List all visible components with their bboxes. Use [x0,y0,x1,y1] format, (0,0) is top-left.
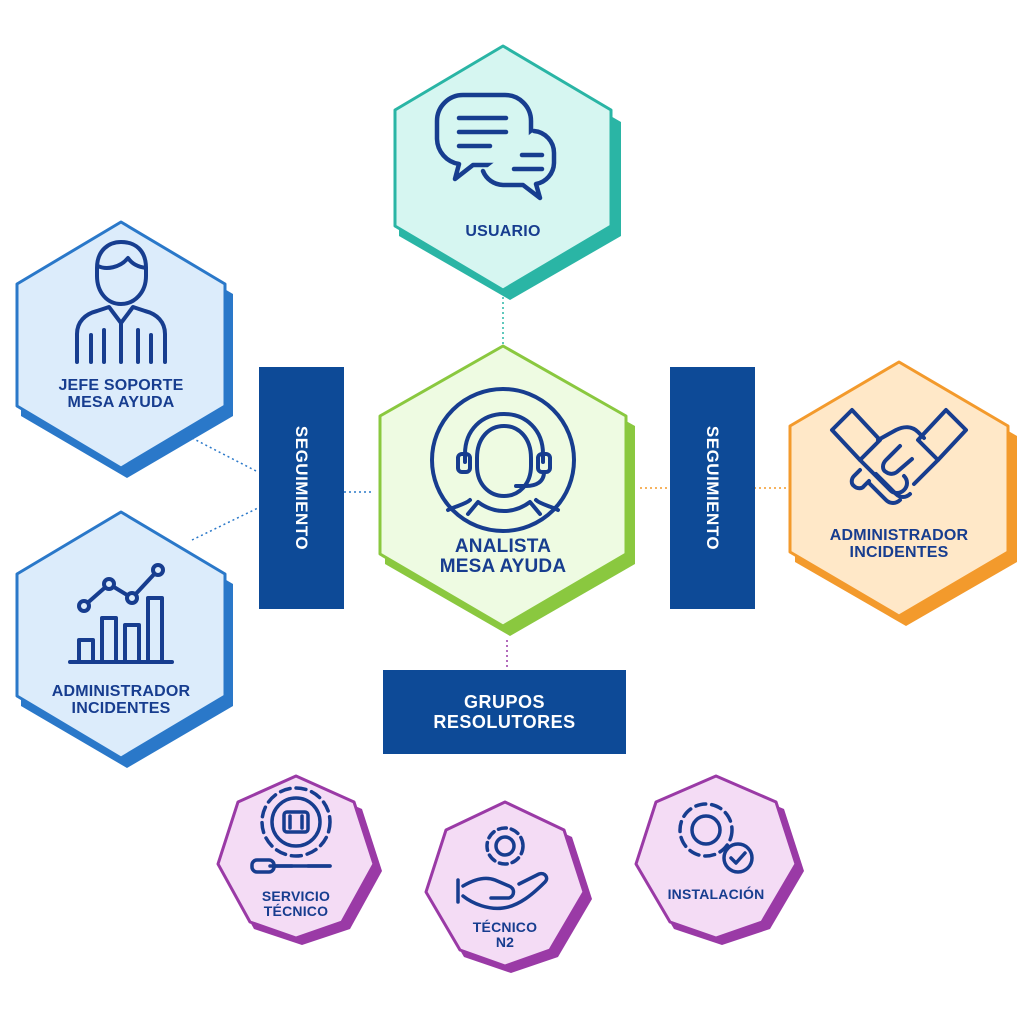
tecnico-label: TÉCNICO N2 [445,920,565,949]
usuario-line1: USUARIO [465,223,541,240]
admin-right-line2: INCIDENTES [849,543,949,561]
gear-check-icon [678,802,754,874]
person-icon [75,240,167,364]
admin-left-line2: INCIDENTES [71,699,171,717]
analista-line1: ANALISTA [454,536,552,557]
servicio-line1: SERVICIO [261,888,331,904]
gear-tools-icon [250,786,332,874]
administrador-left-node [15,510,233,768]
analista-hexagon [378,344,628,628]
jefe-line1: JEFE SOPORTE [58,377,184,394]
analista-line2: MESA AYUDA [439,555,567,577]
usuario-label: USUARIO [433,223,573,241]
bar-chart-icon [68,563,174,664]
instalacion-node [634,774,804,945]
connector-lines [191,292,790,668]
instalacion-line1: INSTALACIÓN [667,886,765,902]
connector-admin-seguimiento [191,507,259,541]
jefe-label: JEFE SOPORTE MESA AYUDA [36,377,206,412]
jefe-soporte-node [15,220,233,478]
grupos-line2: RESOLUTORES [433,712,576,732]
chat-bubbles-icon [434,92,557,201]
seguimiento-left-label: SEGUIMIENTO [292,425,312,551]
admin-left-line1: ADMINISTRADOR [51,683,191,700]
admin-left-label: ADMINISTRADOR INCIDENTES [28,683,214,718]
gear-hand-icon [456,826,549,911]
admin-right-line1: ADMINISTRADOR [829,527,969,544]
grupos-resolutores-label: GRUPOS RESOLUTORES [433,692,575,732]
analista-node [378,344,635,636]
instalacion-label: INSTALACIÓN [651,887,781,902]
grupos-line1: GRUPOS [463,691,545,712]
tecnico-line1: TÉCNICO [472,919,538,935]
analista-label: ANALISTA MESA AYUDA [413,537,593,577]
headset-agent-icon [430,387,576,533]
seguimiento-right-label: SEGUIMIENTO [703,425,723,551]
seguimiento-left-bar: SEGUIMIENTO [259,367,344,609]
administrador-right-node [788,360,1017,626]
servicio-tecnico-node [216,774,382,945]
admin-right-label: ADMINISTRADOR INCIDENTES [806,527,992,562]
grupos-resolutores-bar: GRUPOS RESOLUTORES [383,670,626,754]
instalacion-heptagon [634,774,798,940]
tecnico-n2-node [424,800,592,973]
jefe-line2: MESA AYUDA [67,393,175,411]
admin-right-hexagon [788,360,1010,618]
servicio-line2: TÉCNICO [263,902,329,919]
tecnico-line2: N2 [495,933,515,950]
seguimiento-right-bar: SEGUIMIENTO [670,367,755,609]
connector-jefe-seguimiento [191,437,259,473]
handshake-icon [830,408,968,505]
servicio-label: SERVICIO TÉCNICO [236,889,356,918]
admin-left-hexagon [15,510,227,760]
usuario-node [393,44,621,300]
